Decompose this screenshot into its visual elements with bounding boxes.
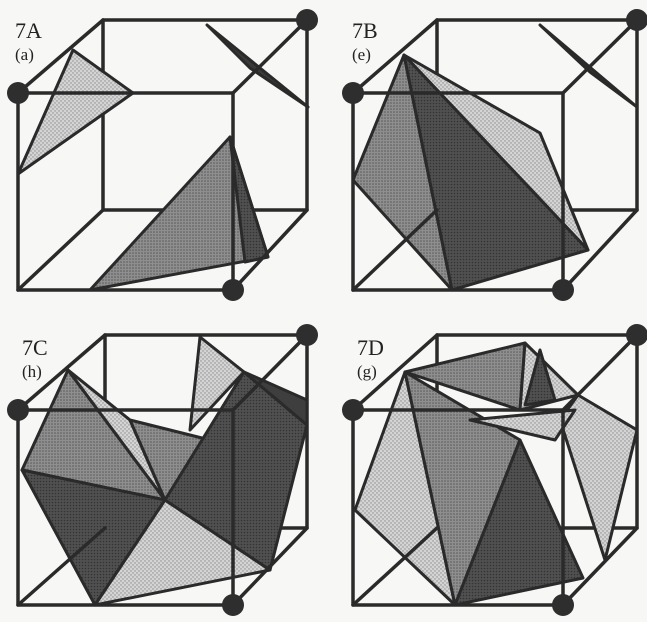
vertex-marker xyxy=(342,82,364,104)
panel-label: 7C xyxy=(22,335,48,360)
isosurface-face xyxy=(188,335,246,432)
case-label: (h) xyxy=(22,362,42,381)
panel-label: 7A xyxy=(15,18,42,43)
vertex-marker xyxy=(342,399,364,421)
isosurface-triangle-3-side xyxy=(228,135,270,264)
vertex-marker xyxy=(552,594,574,616)
case-label: (e) xyxy=(352,45,371,64)
vertex-marker xyxy=(626,9,647,31)
vertex-marker xyxy=(296,9,318,31)
vertex-marker xyxy=(296,324,318,346)
isosurface-face xyxy=(558,393,639,562)
panel-7D: 7D (g) xyxy=(342,324,647,616)
panel-label: 7B xyxy=(352,18,378,43)
vertex-marker xyxy=(552,279,574,301)
panel-7B: 7B (e) xyxy=(342,9,647,301)
vertex-marker xyxy=(626,324,647,346)
case-label: (g) xyxy=(357,362,377,381)
case-label: (a) xyxy=(15,45,34,64)
panel-label: 7D xyxy=(357,335,384,360)
isosurface-triangle-1 xyxy=(16,48,135,176)
vertex-marker xyxy=(7,82,29,104)
vertex-marker xyxy=(7,399,29,421)
isosurface-face xyxy=(468,408,577,442)
panel-7C: 7C (h) xyxy=(7,324,318,616)
vertex-marker xyxy=(222,279,244,301)
vertex-marker xyxy=(222,594,244,616)
isosurface-face-front xyxy=(402,53,590,292)
isosurface-face xyxy=(523,348,557,407)
isosurface-triangle-2 xyxy=(205,23,310,109)
panel-7A: 7A (a) xyxy=(7,9,318,301)
isosurface-face xyxy=(453,438,585,607)
